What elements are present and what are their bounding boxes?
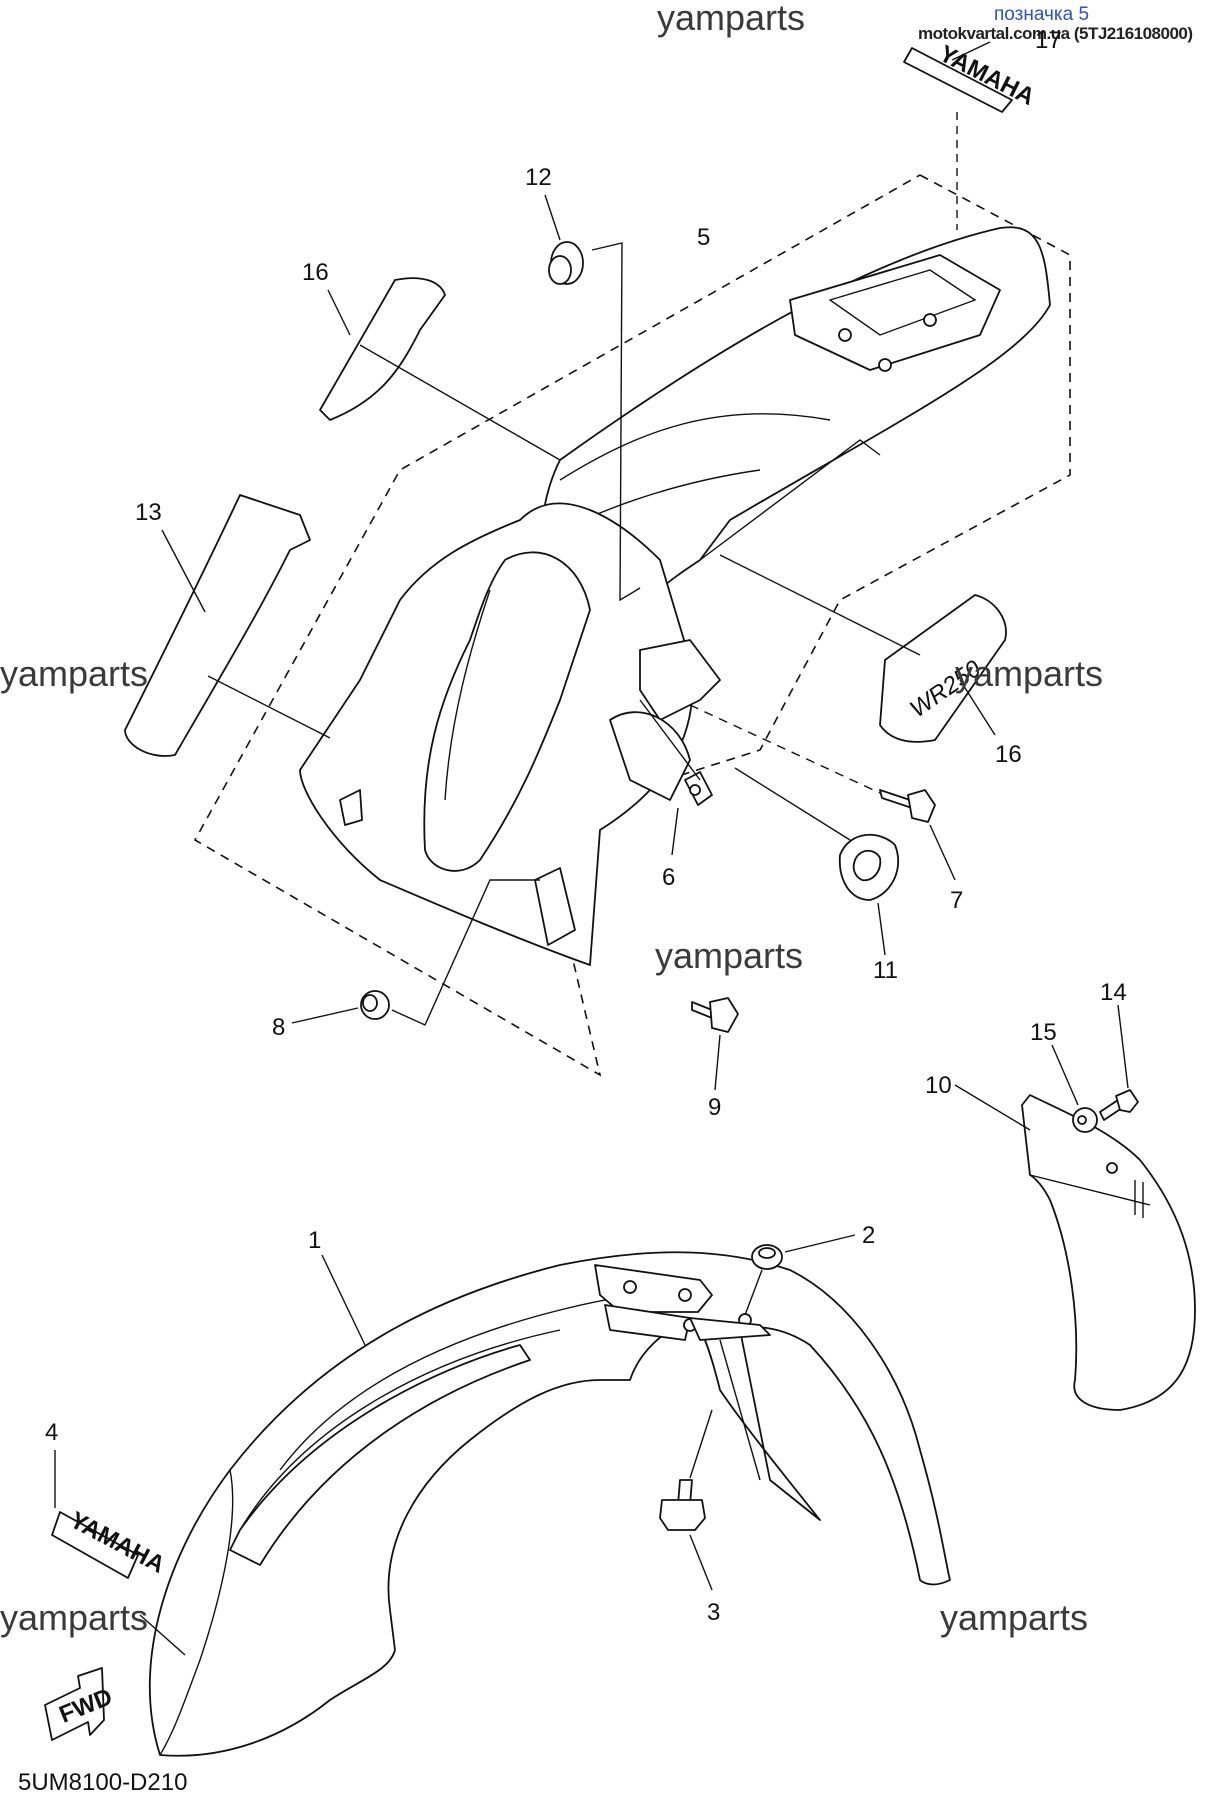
watermark: yamparts: [955, 653, 1103, 694]
callout-16-right: 16: [995, 741, 1022, 768]
watermark: yamparts: [655, 935, 803, 976]
inner-fender-5: [299, 502, 721, 966]
screw-14: [1099, 1089, 1139, 1121]
assembly-frame: [193, 174, 1071, 1077]
bolt-3: [659, 1479, 706, 1531]
callout-10: 10: [925, 1072, 952, 1099]
bolt-7: [879, 789, 936, 823]
diagram-code: 5UM8100-D210: [18, 1769, 187, 1796]
washer-15: [1072, 1107, 1098, 1133]
watermark: yamparts: [657, 0, 805, 38]
callout-2: 2: [862, 1222, 875, 1249]
callout-7: 7: [950, 887, 963, 914]
callout-9: 9: [708, 1094, 721, 1121]
callout-14: 14: [1100, 979, 1127, 1006]
callout-16-left: 16: [302, 259, 329, 286]
collar-2: [751, 1244, 783, 1270]
decal-4-yamaha: YAMAHA: [51, 1507, 169, 1579]
fwd-arrow-icon: FWD: [44, 1667, 116, 1741]
callout-11: 11: [873, 957, 898, 984]
watermark: yamparts: [0, 1597, 148, 1638]
callout-17: 17: [1035, 27, 1062, 54]
front-fender-1: [148, 1251, 951, 1757]
mud-flap-10: [1021, 1094, 1196, 1411]
collar-8: [360, 990, 390, 1020]
note-label: позначка 5: [994, 4, 1090, 25]
callout-15: 15: [1030, 1019, 1057, 1046]
callout-8: 8: [272, 1014, 285, 1041]
side-decal-16-left: [319, 277, 446, 421]
watermark: yamparts: [0, 653, 148, 694]
nut-clip-6: [684, 771, 713, 806]
callout-1: 1: [308, 1227, 321, 1254]
callout-4: 4: [45, 1419, 58, 1446]
callout-3: 3: [707, 1599, 720, 1626]
damper-11: [838, 833, 900, 901]
grommet-12: [548, 241, 584, 285]
side-decal-13: [124, 494, 311, 757]
note-reference: motokvartal.com.ua (5TJ216108000): [918, 24, 1193, 43]
watermark: yamparts: [940, 1597, 1088, 1638]
callout-12: 12: [525, 164, 552, 191]
bolt-9: [691, 997, 739, 1033]
callout-5: 5: [697, 224, 710, 251]
callout-13: 13: [135, 499, 162, 526]
callout-6: 6: [662, 864, 675, 891]
